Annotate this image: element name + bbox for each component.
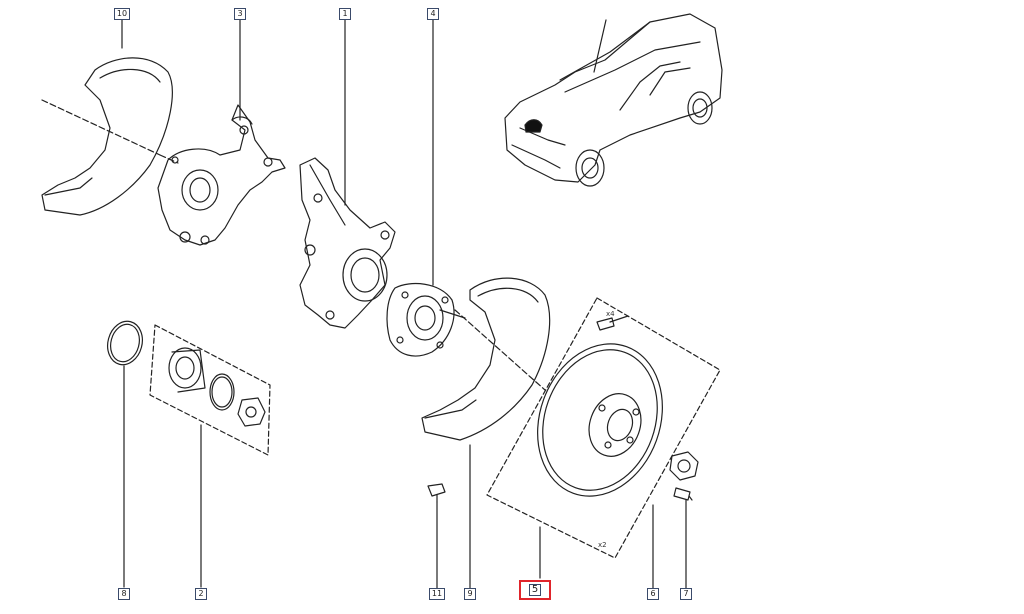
steering-knuckle-left <box>157 104 286 246</box>
callout-2[interactable]: 2 <box>195 588 207 600</box>
callout-5-label: 5 <box>529 584 541 596</box>
steering-knuckle-center <box>299 157 396 329</box>
callout-8[interactable]: 8 <box>118 588 130 600</box>
dust-shield-lower <box>421 277 551 441</box>
callout-6[interactable]: 6 <box>647 588 659 600</box>
bolts-quantity-mark: x2 <box>598 541 607 549</box>
callout-7[interactable]: 7 <box>680 588 692 600</box>
wheel-hub <box>386 282 466 357</box>
hub-nut <box>669 451 699 481</box>
callout-9[interactable]: 9 <box>464 588 476 600</box>
circlip <box>107 320 143 366</box>
dust-shield-upper <box>41 57 179 216</box>
callout-11[interactable]: 11 <box>429 588 445 600</box>
vehicle-illustration <box>504 13 723 187</box>
screws-quantity-mark: x4 <box>606 310 615 318</box>
callout-1[interactable]: 1 <box>339 8 351 20</box>
callout-4[interactable]: 4 <box>427 8 439 20</box>
bolt <box>673 487 693 501</box>
brake-disc <box>486 297 721 559</box>
bearing-kit <box>149 324 271 456</box>
callout-3[interactable]: 3 <box>234 8 246 20</box>
callout-10[interactable]: 10 <box>114 8 130 20</box>
callout-5-selected[interactable]: 5 <box>519 580 551 600</box>
screw <box>427 483 446 503</box>
